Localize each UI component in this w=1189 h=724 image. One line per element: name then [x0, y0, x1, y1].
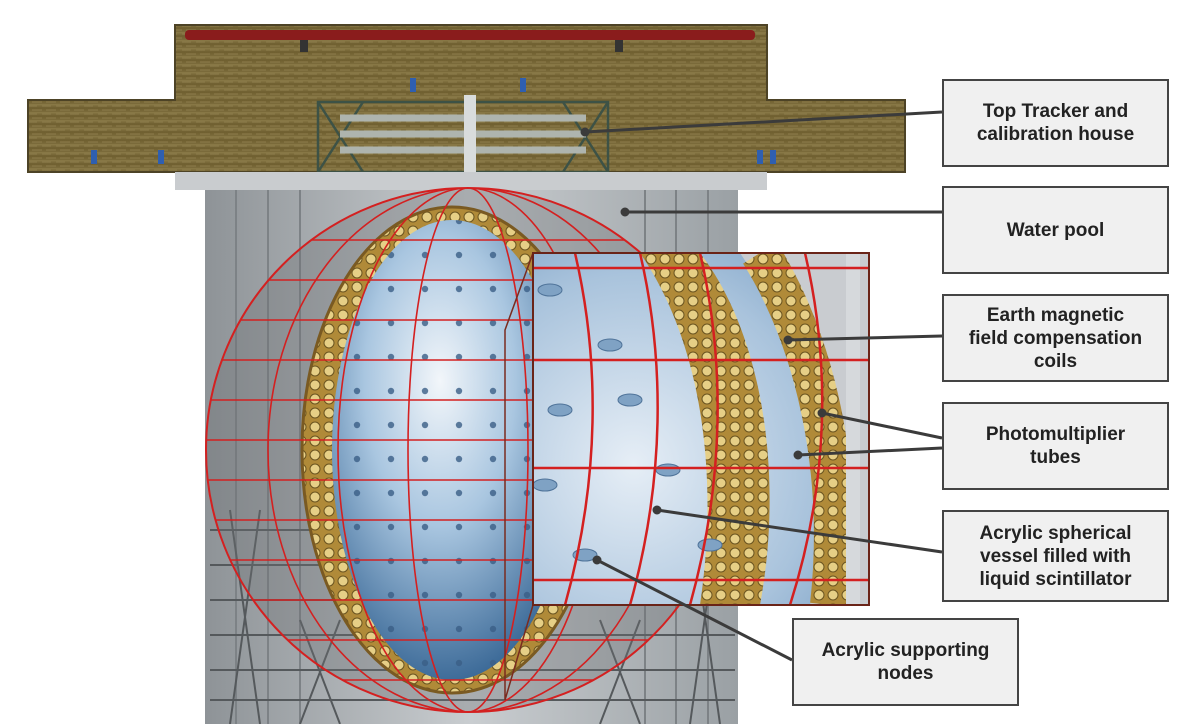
callout-water-pool-text: Water pool: [1006, 219, 1105, 241]
callout-pmts: Photomultiplier tubes: [942, 402, 1169, 490]
callout-pmts-text: Photomultiplier tubes: [985, 424, 1126, 468]
leader-lines: [580, 110, 943, 662]
callout-earth-coils: Earth magnetic field compensation coils: [942, 294, 1169, 382]
callout-acrylic-vessel: Acrylic spherical vessel filled with liq…: [942, 510, 1169, 602]
callout-top-tracker: Top Tracker and calibration house: [942, 79, 1169, 167]
callout-water-pool: Water pool: [942, 186, 1169, 274]
callout-acrylic-vessel-text: Acrylic spherical vessel filled with liq…: [979, 522, 1132, 590]
zoom-inset: [504, 252, 870, 701]
callout-supporting-nodes: Acrylic supporting nodes: [792, 618, 1019, 706]
callout-top-tracker-text: Top Tracker and calibration house: [976, 101, 1135, 145]
callout-earth-coils-text: Earth magnetic field compensation coils: [968, 304, 1143, 372]
callout-supporting-nodes-text: Acrylic supporting nodes: [821, 640, 990, 684]
worker-figures: [91, 78, 776, 164]
